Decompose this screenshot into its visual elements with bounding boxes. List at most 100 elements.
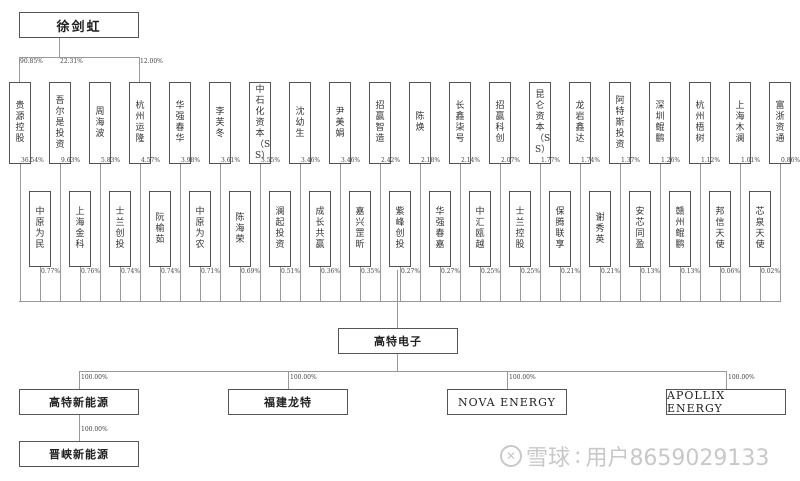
connector-line (397, 354, 398, 371)
shareholder-name: 邦信天使 (715, 207, 725, 250)
shareholder-percent: 2.07% (501, 157, 521, 164)
shareholder-box: 长鑫柒号 (449, 82, 471, 164)
shareholder-percent: 0.25% (481, 268, 501, 275)
shareholder-name: 士兰创投 (115, 207, 125, 250)
connector-line (397, 270, 398, 328)
shareholder-box: 士兰控股 (509, 191, 531, 267)
shareholder-percent: 0.02% (761, 268, 781, 275)
shareholder-name: 阮榆茹 (155, 212, 165, 245)
shareholder-box: 中汇瓯越 (469, 191, 491, 267)
company-box: 高特电子 (338, 328, 458, 354)
shareholder-percent: 1.12% (701, 157, 721, 164)
shareholder-percent: 0.06% (721, 268, 741, 275)
shareholder-name: 中汇瓯越 (475, 207, 485, 250)
connector-line (220, 164, 221, 301)
root-shareholder-name: 徐剑虹 (56, 19, 102, 35)
connector-line (240, 267, 241, 301)
shareholder-name: 中原为农 (195, 207, 205, 250)
shareholder-name: 华强春嘉 (435, 207, 445, 250)
shareholder-box: 阮榆茹 (149, 191, 171, 267)
root-holding-percent: 90.85% (20, 58, 43, 65)
shareholder-box: 龙岩鑫达 (569, 82, 591, 164)
connector-line (59, 38, 60, 57)
shareholder-name: 陈海荣 (235, 212, 245, 245)
shareholder-box: 士兰创投 (109, 191, 131, 267)
shareholder-name: 紫峰创投 (395, 207, 405, 250)
shareholder-name: 周海波 (95, 106, 105, 139)
shareholder-name: 贵源控股 (15, 101, 25, 144)
shareholder-name: 上海木澜 (735, 101, 745, 144)
shareholder-percent: 3.98% (181, 157, 201, 164)
shareholder-name: 阿特斯投资 (615, 95, 625, 150)
watermark-user: 用户8659029133 (585, 446, 770, 471)
subsidiary-percent: 100.00% (290, 374, 317, 381)
connector-line (80, 267, 81, 301)
shareholder-box: 安芯同盈 (629, 191, 651, 267)
shareholder-box: 沈幼生 (289, 82, 311, 164)
shareholder-box: 周海波 (89, 82, 111, 164)
connector-line (580, 164, 581, 301)
shareholder-percent: 0.86% (781, 157, 800, 164)
shareholder-name: 华强春华 (175, 101, 185, 144)
shareholder-percent: 1.74% (581, 157, 601, 164)
shareholder-box: 深圳鲲鹏 (649, 82, 671, 164)
shareholder-percent: 3.61% (221, 157, 241, 164)
connector-line (19, 301, 396, 302)
shareholder-name: 深圳鲲鹏 (655, 101, 665, 144)
shareholder-name: 中石化资本（SS） (255, 84, 271, 161)
shareholder-percent: 9.63% (61, 157, 81, 164)
connector-line (320, 267, 321, 301)
connector-line (200, 267, 201, 301)
shareholder-box: 华强春嘉 (429, 191, 451, 267)
connector-line (120, 267, 121, 301)
shareholder-box: 贵源控股 (9, 82, 31, 164)
connector-line (288, 371, 289, 389)
sub-subsidiary-name: 晋峡新能源 (49, 448, 109, 461)
watermark-separator: : (574, 443, 582, 469)
connector-line (100, 164, 101, 301)
shareholder-percent: 3.46% (301, 157, 321, 164)
connector-line (20, 164, 21, 301)
sub-subsidiary-percent: 100.00% (81, 426, 108, 433)
shareholder-percent: 0.13% (641, 268, 661, 275)
subsidiary-percent: 100.00% (728, 374, 755, 381)
shareholder-box: 中原为农 (189, 191, 211, 267)
shareholder-box: 保腾联享 (549, 191, 571, 267)
connector-line (620, 164, 621, 301)
shareholder-box: 阿特斯投资 (609, 82, 631, 164)
shareholder-percent: 2.42% (381, 157, 401, 164)
connector-line (139, 57, 140, 82)
subsidiary-name: NOVA ENERGY (458, 395, 556, 409)
shareholder-name: 招赢智造 (375, 101, 385, 144)
shareholder-name: 士兰控股 (515, 207, 525, 250)
shareholder-box: 华强春华 (169, 82, 191, 164)
connector-line (600, 267, 601, 301)
connector-line (19, 57, 139, 58)
connector-line (380, 164, 381, 301)
shareholder-percent: 0.71% (201, 268, 221, 275)
subsidiary-box: NOVA ENERGY (447, 389, 567, 415)
connector-line (180, 164, 181, 301)
subsidiary-name: 高特新能源 (49, 396, 109, 409)
connector-line (300, 164, 301, 301)
shareholder-box: 紫峰创投 (389, 191, 411, 267)
shareholder-percent: 0.36% (321, 268, 341, 275)
shareholder-name: 吾尔是投资 (55, 95, 65, 150)
shareholder-percent: 3.55% (261, 157, 281, 164)
shareholder-percent: 0.13% (681, 268, 701, 275)
connector-line (720, 267, 721, 301)
shareholder-box: 中石化资本（SS） (249, 82, 271, 164)
shareholder-percent: 2.18% (421, 157, 441, 164)
shareholder-percent: 0.74% (161, 268, 181, 275)
shareholder-box: 昆仑资本（SS） (529, 82, 551, 164)
connector-line (507, 371, 508, 389)
shareholder-percent: 0.77% (41, 268, 61, 275)
shareholder-box: 成长共赢 (309, 191, 331, 267)
connector-line (460, 164, 461, 301)
shareholder-name: 赣州鲲鹏 (675, 207, 685, 250)
shareholder-percent: 0.25% (521, 268, 541, 275)
shareholder-box: 上海金科 (69, 191, 91, 267)
shareholder-name: 尹美娟 (335, 106, 345, 139)
shareholder-percent: 3.46% (341, 157, 361, 164)
connector-line (726, 371, 727, 389)
